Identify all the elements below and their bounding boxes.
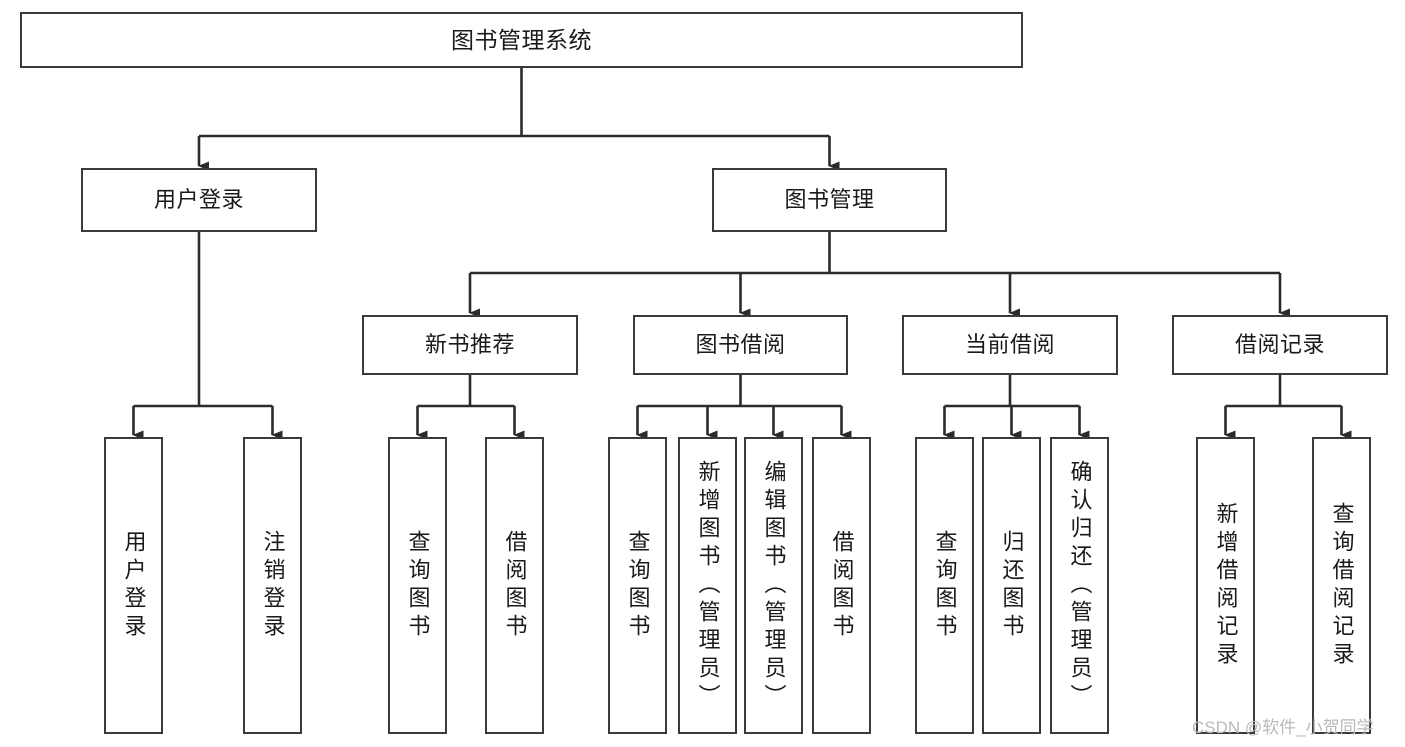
node-leaf-nb-query[interactable]: 查询图书	[388, 437, 447, 734]
node-leaf-bk-edit[interactable]: 编辑图书（管理员）	[744, 437, 803, 734]
node-label-leaf-bk-borrow: 借阅图书	[829, 529, 855, 642]
node-leaf-bk-borrow[interactable]: 借阅图书	[812, 437, 871, 734]
node-newbook[interactable]: 新书推荐	[362, 315, 578, 375]
node-records[interactable]: 借阅记录	[1172, 315, 1388, 375]
node-label-newbook: 新书推荐	[424, 332, 515, 358]
node-bookmgmt[interactable]: 图书管理	[712, 168, 947, 232]
node-label-leaf-bk-edit: 编辑图书（管理员）	[761, 459, 787, 712]
node-label-current: 当前借阅	[964, 332, 1055, 358]
node-leaf-rec-add[interactable]: 新增借阅记录	[1196, 437, 1255, 734]
node-label-leaf-bk-query: 查询图书	[625, 529, 651, 642]
node-leaf-rec-query[interactable]: 查询借阅记录	[1312, 437, 1371, 734]
node-label-leaf-nb-borrow: 借阅图书	[502, 529, 528, 642]
node-label-login: 用户登录	[153, 187, 244, 213]
node-root[interactable]: 图书管理系统	[20, 12, 1023, 68]
node-leaf-bk-add[interactable]: 新增图书（管理员）	[678, 437, 737, 734]
node-leaf-user-login[interactable]: 用户登录	[104, 437, 163, 734]
csdn-watermark: CSDN @软件_小贺同学	[1192, 718, 1374, 737]
node-leaf-bk-query[interactable]: 查询图书	[608, 437, 667, 734]
node-label-leaf-bk-add: 新增图书（管理员）	[695, 459, 721, 712]
node-label-leaf-cur-query: 查询图书	[932, 529, 958, 642]
node-label-leaf-rec-add: 新增借阅记录	[1213, 501, 1239, 670]
node-label-borrow: 图书借阅	[695, 332, 786, 358]
node-leaf-cur-query[interactable]: 查询图书	[915, 437, 974, 734]
node-label-bookmgmt: 图书管理	[784, 187, 875, 213]
node-label-leaf-cur-return: 归还图书	[999, 529, 1025, 642]
node-label-records: 借阅记录	[1234, 332, 1325, 358]
node-current[interactable]: 当前借阅	[902, 315, 1118, 375]
node-leaf-cur-confirm[interactable]: 确认归还（管理员）	[1050, 437, 1109, 734]
node-label-leaf-nb-query: 查询图书	[405, 529, 431, 642]
node-login[interactable]: 用户登录	[81, 168, 317, 232]
node-label-leaf-user-login: 用户登录	[121, 529, 147, 642]
node-borrow[interactable]: 图书借阅	[633, 315, 848, 375]
node-label-leaf-rec-query: 查询借阅记录	[1329, 501, 1355, 670]
node-label-root: 图书管理系统	[451, 26, 592, 53]
node-label-leaf-cur-confirm: 确认归还（管理员）	[1067, 459, 1093, 712]
node-leaf-nb-borrow[interactable]: 借阅图书	[485, 437, 544, 734]
node-label-leaf-user-logout: 注销登录	[260, 529, 286, 642]
node-leaf-user-logout[interactable]: 注销登录	[243, 437, 302, 734]
node-leaf-cur-return[interactable]: 归还图书	[982, 437, 1041, 734]
